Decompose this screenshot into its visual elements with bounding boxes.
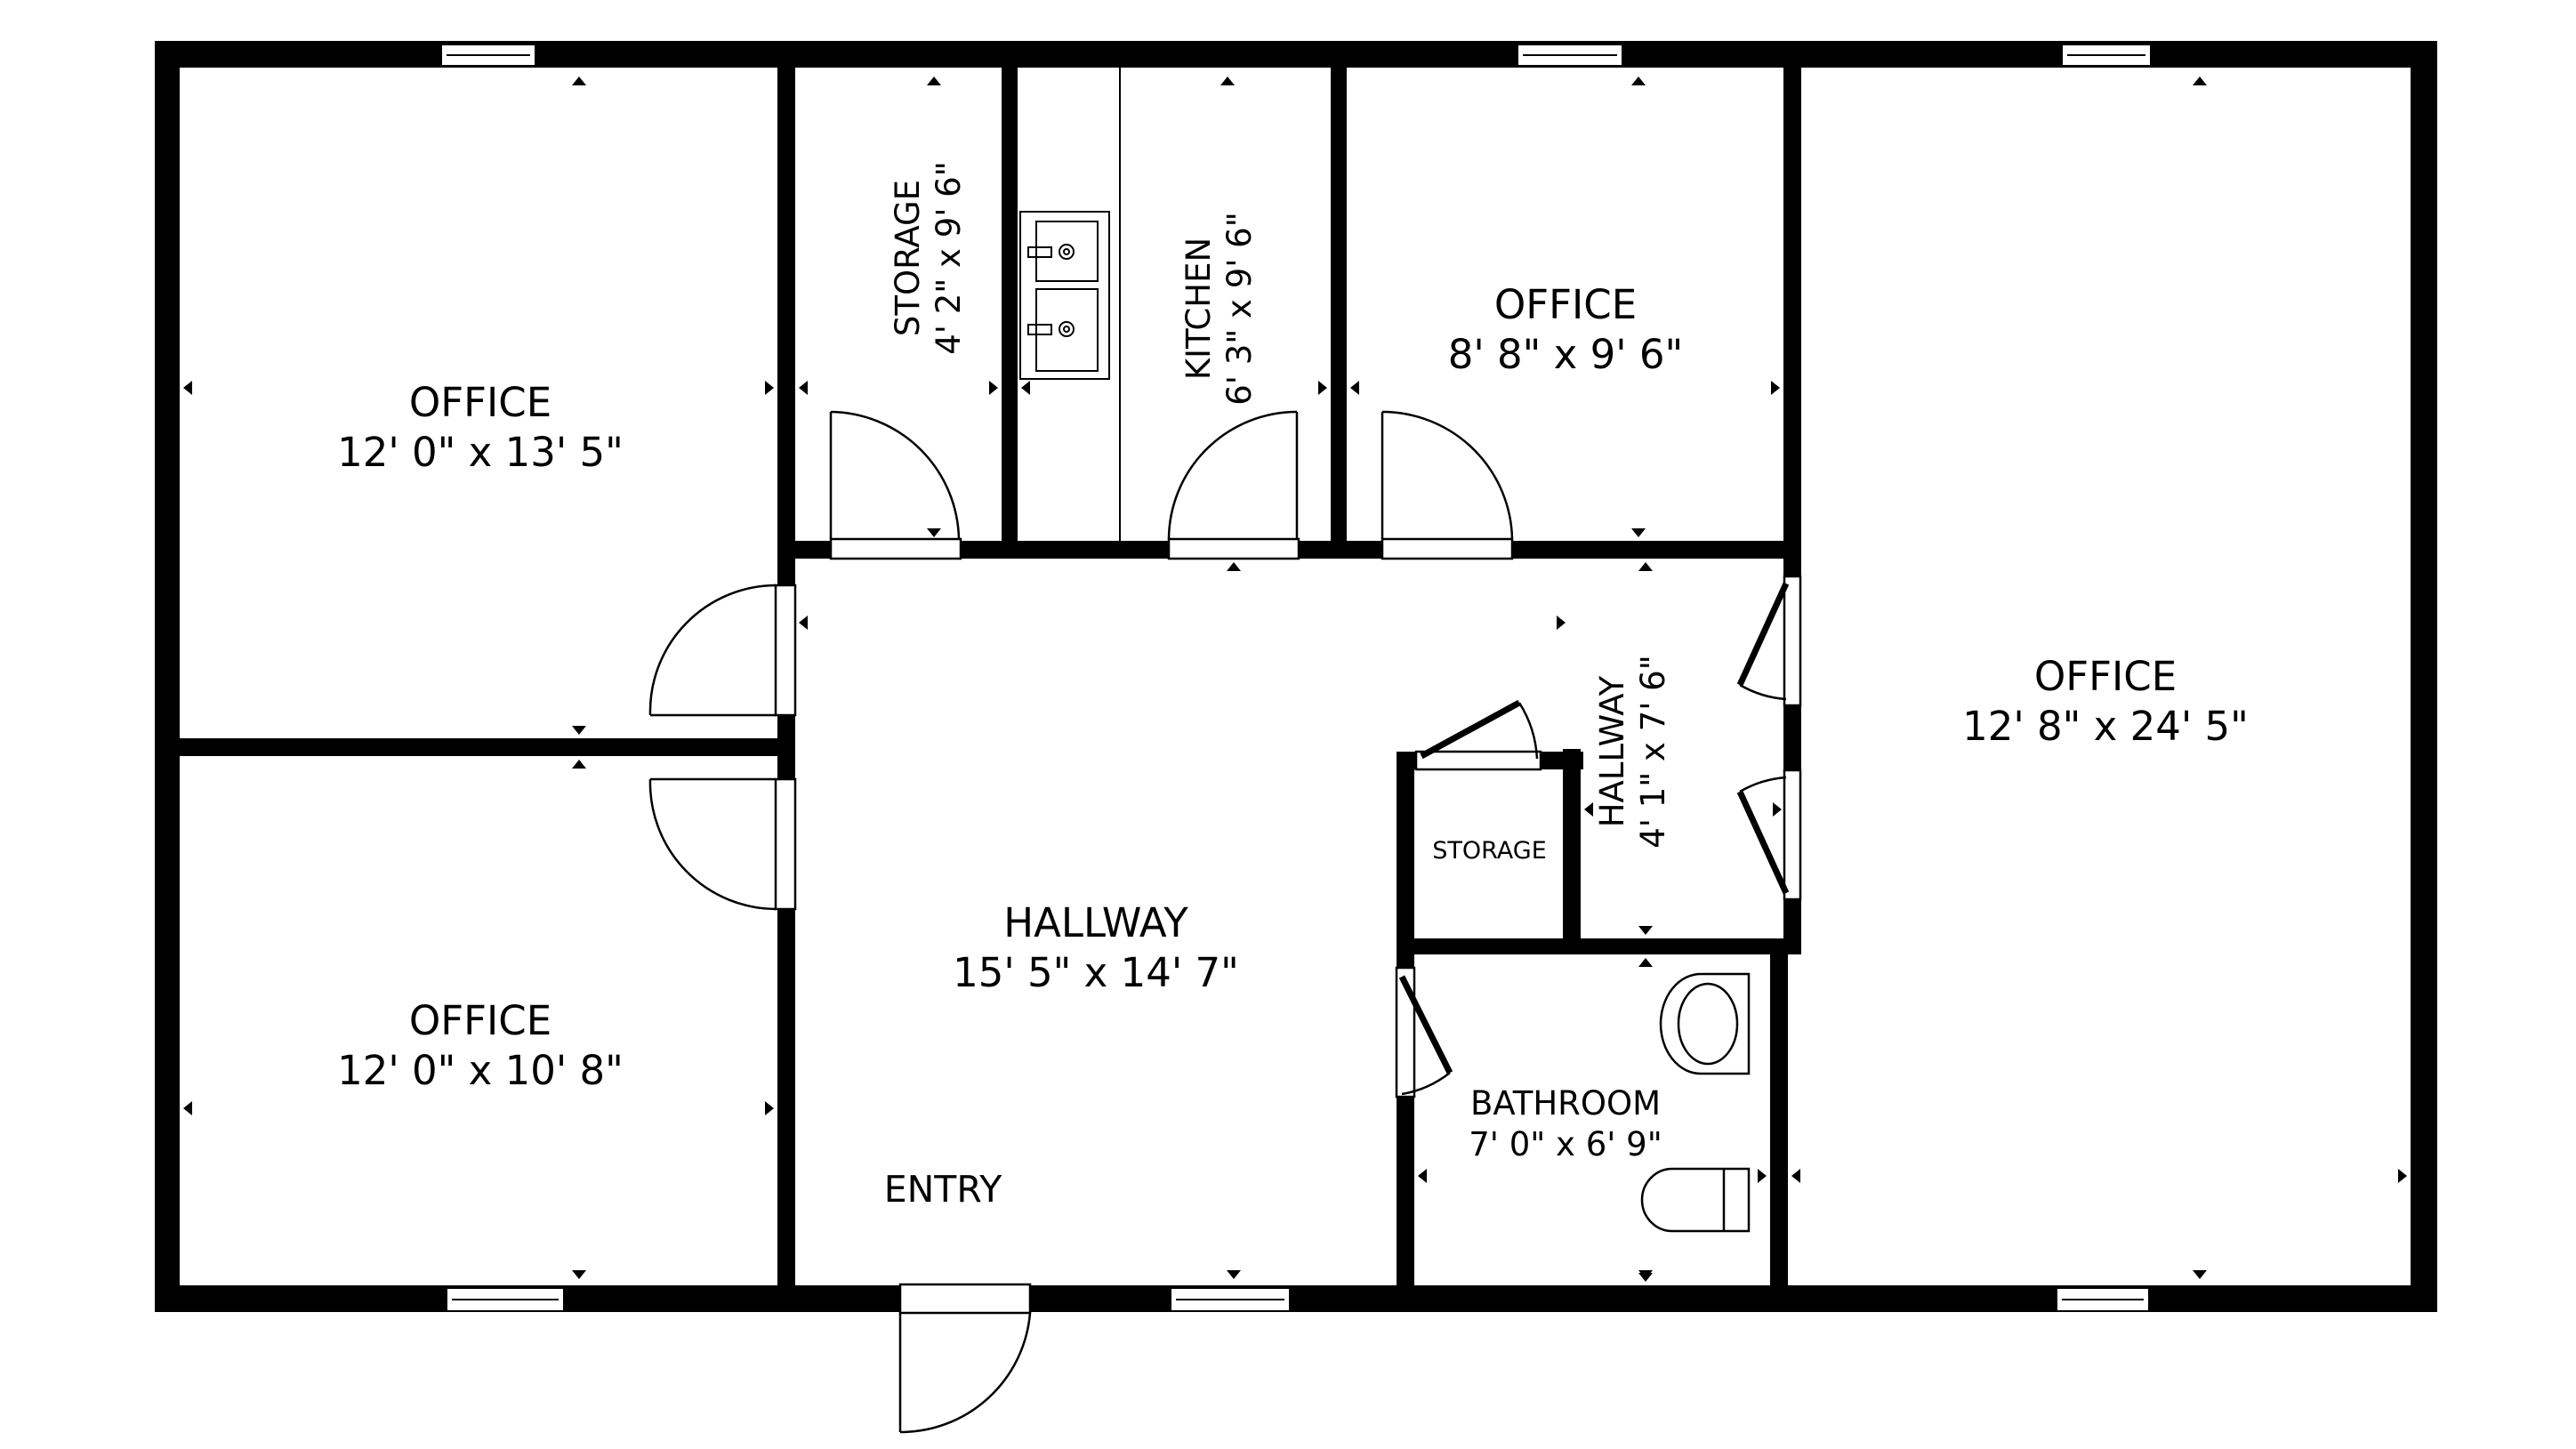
window-top-3: [2061, 44, 2152, 67]
entry-label: ENTRY: [883, 1168, 1002, 1211]
room-dimensions: 4' 2" x 9' 6": [930, 161, 969, 355]
room-label-storage-n: STORAGE 4' 2" x 9' 6": [888, 111, 968, 405]
window-bottom-1: [446, 1287, 565, 1312]
room-name: BATHROOM: [1469, 1084, 1662, 1123]
dimension-markers: [183, 76, 2407, 1282]
room-dimensions: 8' 8" x 9' 6": [1447, 331, 1684, 379]
window-bottom-3: [2056, 1287, 2150, 1312]
room-dimensions: 12' 0" x 10' 8": [337, 1047, 624, 1095]
door-office-e-lower: [1736, 769, 1802, 901]
door-storage-small: [1414, 699, 1542, 771]
room-label-office-sw: OFFICE 12' 0" x 10' 8": [302, 996, 658, 1097]
room-dimensions: 7' 0" x 6' 9": [1469, 1125, 1662, 1164]
room-label-kitchen: KITCHEN 6' 3" x 9' 6": [1179, 162, 1259, 455]
window-top-2: [1517, 44, 1623, 67]
toilet-icon: [1640, 1167, 1751, 1233]
window-bottom-2: [1170, 1287, 1291, 1312]
room-label-office-e: OFFICE 12' 8" x 24' 5": [1928, 652, 2283, 753]
door-office-nw: [648, 584, 797, 717]
room-dimensions: 6' 3" x 9' 6": [1220, 212, 1260, 406]
door-office-sw: [648, 777, 797, 911]
double-sink-icon: [1019, 211, 1110, 380]
room-dimensions: 12' 8" x 24' 5": [1962, 703, 2249, 751]
room-name: HALLWAY: [1003, 899, 1188, 946]
kitchen-counter: [1019, 68, 1121, 541]
bathroom-sink-icon: [1659, 972, 1751, 1075]
window-top-1: [440, 44, 536, 67]
room-label-office-n: OFFICE 8' 8" x 9' 6": [1388, 280, 1743, 381]
room-name: KITCHEN: [1179, 237, 1218, 381]
room-dimensions: 15' 5" x 14' 7": [953, 949, 1239, 997]
door-entry: [898, 1283, 1032, 1434]
room-label-hallway-small: HALLWAY 4' 1" x 7' 6": [1592, 636, 1672, 867]
bathroom-fixtures: [1640, 972, 1751, 1233]
room-name: OFFICE: [1493, 281, 1638, 328]
room-label-storage-small: STORAGE: [1416, 836, 1563, 866]
room-name: OFFICE: [2033, 653, 2178, 700]
door-kitchen: [1167, 410, 1300, 560]
room-dimensions: 4' 1" x 7' 6": [1634, 655, 1673, 849]
room-label-bathroom: BATHROOM 7' 0" x 6' 9": [1441, 1083, 1690, 1166]
windows: [440, 44, 2152, 1312]
room-name: STORAGE: [1432, 837, 1547, 865]
outer-walls: [155, 41, 2437, 1312]
door-bathroom: [1395, 966, 1453, 1099]
door-storage-n: [829, 410, 962, 560]
room-name: HALLWAY: [1593, 675, 1631, 828]
room-name: OFFICE: [408, 997, 552, 1044]
door-office-n: [1381, 410, 1514, 560]
door-office-e-upper: [1736, 575, 1802, 707]
room-name: OFFICE: [408, 379, 552, 426]
doors: [648, 410, 1802, 1434]
room-name: STORAGE: [889, 179, 927, 337]
room-label-office-nw: OFFICE 12' 0" x 13' 5": [302, 378, 658, 479]
room-dimensions: 12' 0" x 13' 5": [337, 429, 624, 477]
room-label-hallway-main: HALLWAY 15' 5" x 14' 7": [918, 898, 1274, 999]
